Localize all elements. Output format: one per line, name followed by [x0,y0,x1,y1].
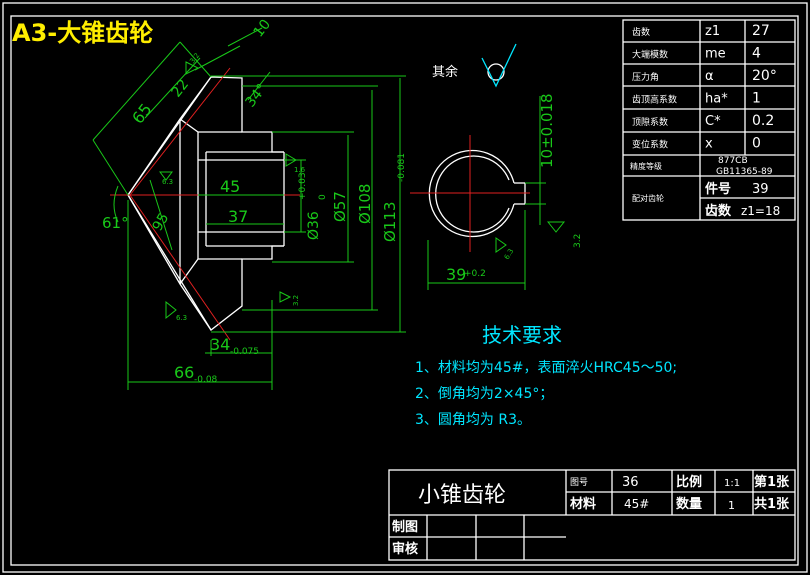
dim-d36-tol-lo: 0 [318,194,328,200]
ra-label: 3.2 [573,234,583,248]
precision-val2: GB11365-89 [716,167,773,177]
param-value: 20° [752,68,777,84]
mate-teeth-label: 齿数 [705,203,732,219]
dim-37: 37 [228,207,248,226]
tech-item: 3、圆角均为 R3。 [415,412,531,428]
tech-item: 2、倒角均为2×45°； [415,386,553,402]
dim-slant: 65 [128,100,156,128]
drawing-frame [10,15,799,566]
precision-val1: 877CB [718,156,748,166]
param-symbol: C* [705,114,721,129]
dim-22: 22 [169,77,193,101]
dim-d108: Ø108 [356,184,374,224]
param-label: 变位系数 [632,139,668,151]
dim-34-tol: -0.075 [230,347,259,357]
material: 45# [624,497,649,511]
checked-label: 审核 [392,541,418,557]
dim-d57: Ø57 [331,191,349,222]
param-label: 齿数 [632,26,650,38]
mate-part-val: 39 [752,182,769,197]
dim-45: 45 [220,177,240,196]
param-symbol: α [705,69,714,84]
ra-label: 6.3 [162,178,173,186]
tech-item: 1、材料均为45#，表面淬火HRC45～50; [415,360,677,376]
section-dimensions [92,27,406,390]
roughness-general-icon [481,43,517,88]
ra-label: 6.3 [176,314,187,322]
param-label: 顶隙系数 [632,116,668,128]
ra-label: 3.2 [292,295,300,306]
dim-d113: Ø113 [381,202,399,242]
param-symbol: z1 [705,24,720,39]
title-block [388,469,796,561]
param-symbol: ha* [705,92,728,107]
param-value: 0 [752,136,761,152]
dim-key-depth-tol: +0.2 [464,269,486,279]
drawing-no-label: 图号 [570,477,588,488]
dim-d36: Ø36 [306,211,322,240]
file-title: A3-大锥齿轮 [12,19,153,47]
roughness-note: 其余 [432,64,458,80]
param-value: 1 [752,91,761,107]
dim-d36-tol-up: +0.03 [298,172,308,200]
dim-95: 95 [150,211,173,234]
dim-66-tol: -0.08 [194,375,218,385]
tech-title: 技术要求 [482,323,562,347]
dim-34: 34 [210,335,230,354]
dim-10: 10 [251,17,275,41]
dim-66: 66 [174,363,194,382]
dim-34deg: 34° [243,81,271,110]
param-table [622,19,796,221]
title-part-name: 小锥齿轮 [418,483,506,508]
dim-key-depth: 39 [446,265,466,284]
scale-label: 比例 [676,474,702,490]
dim-angle-61: 61° [102,214,129,232]
param-value: 0.2 [752,113,774,129]
precision-label: 精度等级 [630,161,662,171]
dim-key-width: 10±0.018 [538,93,556,168]
param-symbol: me [705,47,726,62]
qty-label: 数量 [676,496,702,512]
param-symbol: x [705,137,713,152]
param-label: 齿顶高系数 [632,94,677,106]
param-value: 4 [752,46,761,62]
material-label: 材料 [570,496,596,512]
qty: 1 [728,499,735,512]
param-label: 大端模数 [632,49,668,61]
scale: 1:1 [724,478,740,489]
mate-label: 配对齿轮 [632,193,664,203]
param-value: 27 [752,23,770,39]
dim-d113-tol: -0.081 [397,153,407,182]
sheet: 第1张 [754,474,790,490]
drawing-no: 36 [622,475,639,490]
mate-part-label: 件号 [705,181,731,197]
ra-label: 6.3 [503,247,515,261]
mate-teeth-val: z1=18 [741,204,780,218]
drawn-label: 制图 [392,519,418,535]
end-view: 10±0.018 39 +0.2 3.2 6.3 [410,93,583,290]
param-label: 压力角 [632,71,659,83]
total-sheets: 共1张 [754,496,790,512]
ra-label: 1.6 [294,166,306,174]
